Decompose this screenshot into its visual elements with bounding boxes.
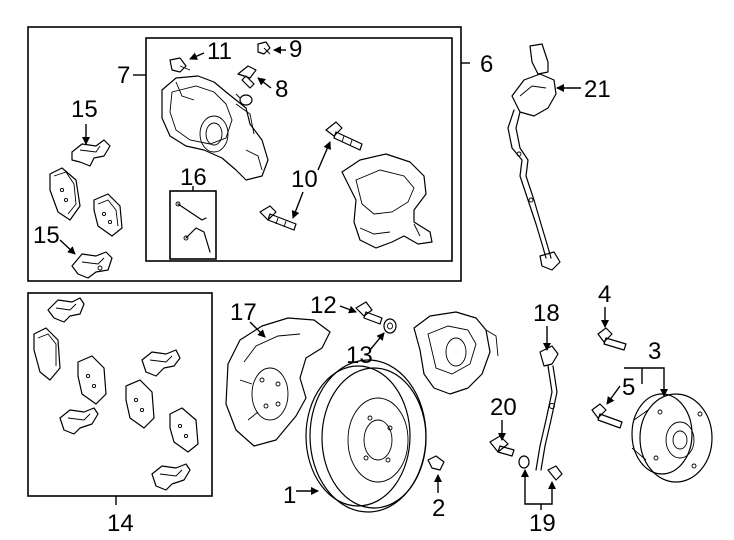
callout-12: 12 xyxy=(310,292,337,319)
callout-15-top: 15 xyxy=(71,96,98,123)
callout-9: 9 xyxy=(289,36,302,63)
callout-20: 20 xyxy=(490,394,517,421)
kit-pad-3 xyxy=(125,379,155,429)
callout-17: 17 xyxy=(230,299,257,326)
hub-bolt-5 xyxy=(591,403,623,429)
callout-4: 4 xyxy=(598,281,611,308)
kit-clip-2 xyxy=(141,349,181,377)
hub-bolt-4 xyxy=(597,327,627,351)
retaining-clip-2 xyxy=(427,455,445,471)
callout-1: 1 xyxy=(283,482,296,509)
wheel-speed-sensor-harness xyxy=(507,43,561,271)
kit-pad-4 xyxy=(169,407,199,453)
bracket-bolt-upper xyxy=(325,121,363,151)
guide-pin-kit xyxy=(175,201,211,253)
brake-hose-18 xyxy=(535,345,559,471)
bleeder-screw-9 xyxy=(257,41,271,55)
wheel-hub-bearing xyxy=(631,393,713,483)
group-7-caliper-box xyxy=(145,37,453,262)
dust-shield xyxy=(225,317,331,447)
kit-clip-3 xyxy=(59,407,99,435)
callout-21: 21 xyxy=(584,76,611,103)
hose-clip-19a xyxy=(518,455,530,469)
callout-7: 7 xyxy=(117,62,130,89)
callout-3: 3 xyxy=(648,338,661,365)
brake-pad-left xyxy=(49,167,81,221)
kit-clip-1 xyxy=(47,297,85,323)
guide-pin-bolt-8 xyxy=(237,65,257,89)
sensor-bolt-20 xyxy=(489,435,515,457)
callout-11: 11 xyxy=(207,38,232,65)
rotor-screw-12 xyxy=(355,301,383,325)
kit-clip-4 xyxy=(151,463,191,491)
hose-clip-19b xyxy=(547,465,563,481)
brake-rotor xyxy=(305,359,427,513)
kit-pad-1 xyxy=(33,327,61,381)
pad-clip-lower xyxy=(71,251,113,279)
callout-8: 8 xyxy=(275,76,288,103)
callout-2: 2 xyxy=(432,495,445,522)
callout-10: 10 xyxy=(291,166,318,193)
callout-18: 18 xyxy=(533,300,560,327)
bracket-bolt-lower xyxy=(259,205,297,231)
callout-13: 13 xyxy=(346,342,373,369)
kit-pad-2 xyxy=(77,355,107,405)
leader-lines xyxy=(59,46,668,510)
caliper-assembly-center xyxy=(413,311,499,395)
callout-5: 5 xyxy=(622,374,635,401)
callout-15-bottom: 15 xyxy=(33,222,60,249)
callout-14: 14 xyxy=(107,510,134,537)
group-14-pad-kit-box xyxy=(27,292,213,497)
pad-clip-upper xyxy=(71,139,111,167)
group-6-outer-box xyxy=(27,26,462,282)
callout-19: 19 xyxy=(529,510,556,537)
caliper-support-bracket xyxy=(341,153,433,249)
bleeder-cap xyxy=(235,93,253,106)
washer-13 xyxy=(383,318,397,334)
brake-pad-right xyxy=(93,193,123,237)
caliper-bolt-11 xyxy=(169,57,191,73)
callout-6: 6 xyxy=(480,51,493,78)
rear-caliper-body xyxy=(161,75,269,181)
